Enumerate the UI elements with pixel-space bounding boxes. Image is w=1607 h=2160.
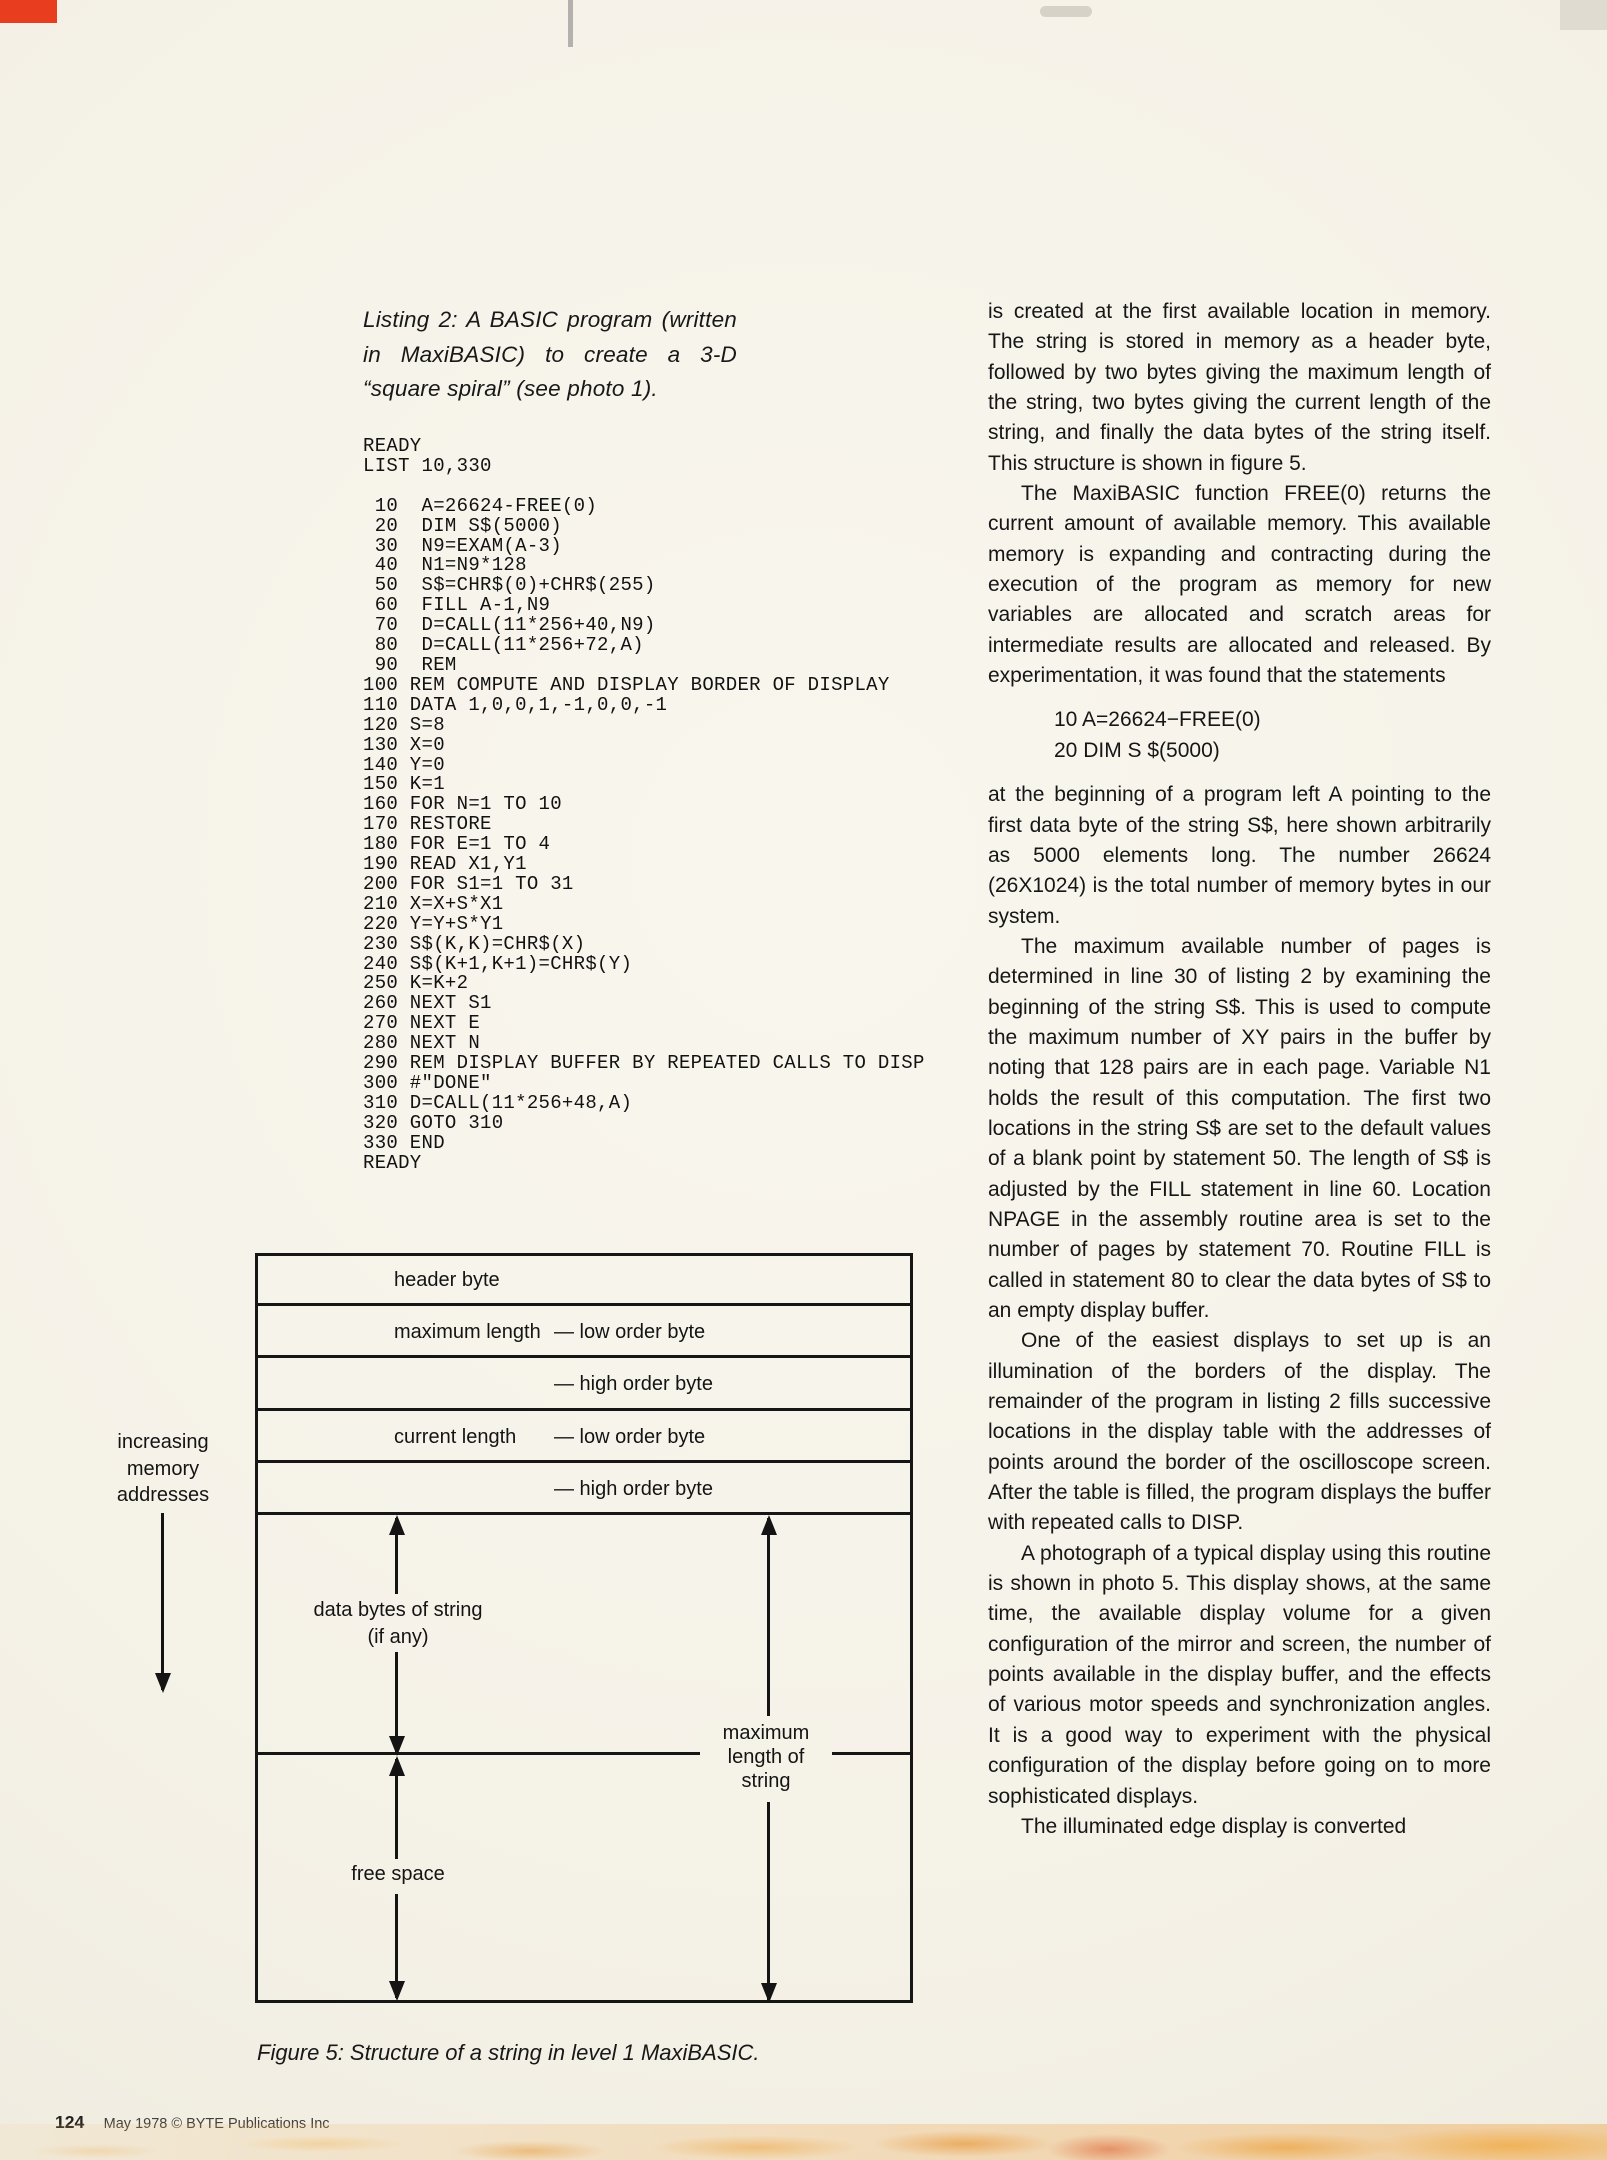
scan-smudge-icon [1040,6,1092,17]
row-divider [258,1303,910,1306]
next-page-edge-artifact [0,2124,1607,2160]
annotation-line: maximum [722,1722,810,1744]
data-bytes-arrow-down [388,1652,405,1756]
free-space-label: free space [351,1863,445,1885]
current-length-label: current length [394,1426,517,1448]
annotation-line: length of [727,1746,805,1768]
article-paragraph: One of the easiest displays to set up is… [988,1329,1491,1535]
max-length-arrow-down [760,1802,777,2003]
increasing-memory-addresses-label: increasing memory addresses [103,1429,223,1509]
data-bytes-label: data bytes of string (if any) [288,1597,508,1651]
figure-5-caption: Figure 5: Structure of a string in level… [257,2040,760,2065]
high-order-byte-label: — high order byte [554,1478,713,1500]
page-crease-mark [568,0,573,47]
article-paragraph: The illuminated edge display is converte… [1021,1814,1407,1838]
high-order-byte-label: — high order byte [554,1373,713,1395]
inline-code-block: 10 A=26624−FREE(0) 20 DIM S $(5000) [1054,705,1491,766]
max-length-arrow-up [760,1515,777,1716]
memory-direction-arrow [154,1513,171,1693]
row-divider [258,1460,910,1463]
annotation-line: increasing [117,1431,209,1453]
article-paragraph: A photograph of a typical display using … [988,1541,1491,1808]
annotation-line: (if any) [367,1626,429,1648]
article-paragraph: is created at the first available locati… [988,300,1491,475]
row-divider [258,1512,910,1515]
listing-2-caption: Listing 2: A BASIC program (written in M… [363,307,737,401]
free-space-arrow-up [388,1756,405,1859]
article-paragraph: The maximum available number of pages is… [988,934,1491,1322]
article-paragraph: The MaxiBASIC function FREE(0) returns t… [988,482,1491,688]
low-order-byte-label: — low order byte [554,1426,706,1448]
annotation-line: data bytes of string [313,1599,483,1621]
red-corner-mark [0,0,57,23]
row-divider [258,1355,910,1358]
free-space-arrow-down [388,1894,405,2001]
row-divider [258,1408,910,1411]
inline-code-line: 10 A=26624−FREE(0) [1054,708,1261,732]
scan-smudge-icon [1560,0,1607,30]
annotation-line: memory [126,1457,200,1480]
max-length-divider [258,1752,910,1755]
maximum-length-of-string-label: maximum length of string [700,1719,832,1795]
annotation-line: addresses [116,1484,210,1506]
annotation-line: string [741,1770,791,1792]
article-column: is created at the first available locati… [988,297,1491,1842]
inline-code-line: 20 DIM S $(5000) [1054,738,1220,762]
article-paragraph: at the beginning of a program left A poi… [988,783,1491,928]
data-bytes-arrow-up [388,1515,405,1594]
figure-5-string-structure-diagram: header byte maximum length — low order b… [255,1253,913,2003]
low-order-byte-label: — low order byte [554,1321,706,1343]
maximum-length-label: maximum length [394,1321,541,1343]
header-byte-label: header byte [394,1269,500,1291]
basic-code-listing: READY LIST 10,330 10 A=26624-FREE(0) 20 … [363,435,925,1174]
